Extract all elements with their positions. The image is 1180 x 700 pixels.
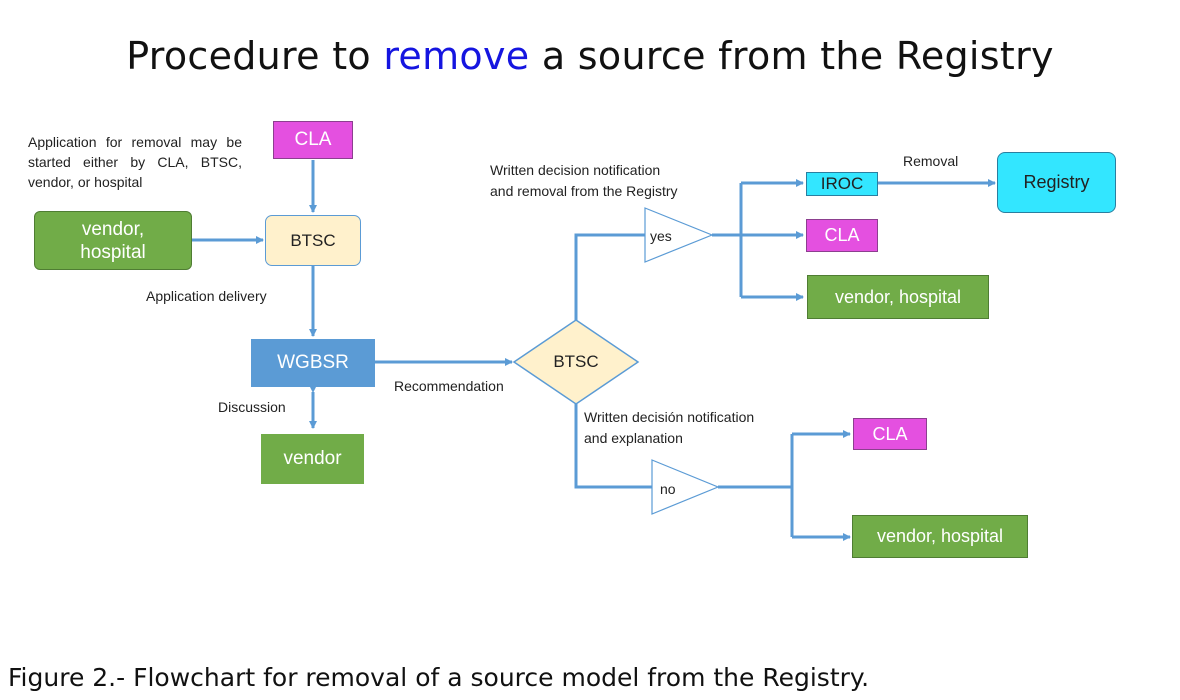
wgbsr-label: WGBSR — [277, 352, 349, 373]
title-highlight: remove — [383, 34, 530, 78]
page-title: Procedure to remove a source from the Re… — [0, 34, 1180, 78]
connector-decision-yes — [574, 233, 645, 320]
btsc-left-label: BTSC — [290, 230, 336, 250]
cla-top-node: CLA — [273, 121, 353, 159]
wgbsr-node: WGBSR — [251, 339, 375, 387]
btsc-decision-label: BTSC — [553, 352, 599, 371]
figure-caption: Figure 2.- Flowchart for removal of a so… — [8, 663, 870, 692]
title-prefix: Procedure to — [126, 34, 371, 78]
vendor-bottom-label: vendor — [283, 448, 342, 469]
removal-label: Removal — [903, 153, 959, 169]
discussion-label: Discussion — [218, 399, 286, 415]
yes-triangle — [644, 207, 714, 263]
application-delivery-label: Application delivery — [146, 288, 267, 304]
vendor-hospital-no-label: vendor, hospital — [876, 526, 1004, 546]
registry-label: Registry — [1023, 172, 1090, 192]
cla-yes-node: CLA — [806, 219, 878, 252]
cla-top-label: CLA — [294, 129, 332, 150]
iroc-node: IROC — [806, 172, 878, 196]
vendor-bottom-node: vendor — [261, 434, 364, 484]
application-note: Application for removal may be started e… — [28, 134, 242, 190]
iroc-label: IROC — [820, 174, 864, 193]
decision-diamond — [512, 319, 640, 405]
cla-no-node: CLA — [853, 418, 927, 450]
written-yes-label: Written decision notification and remova… — [490, 162, 678, 199]
vendor-hospital-no-node: vendor, hospital — [852, 515, 1028, 558]
vendor-hospital-yes-node: vendor, hospital — [807, 275, 989, 319]
title-suffix: a source from the Registry — [541, 34, 1054, 78]
written-no-label: Written decisión notification and explan… — [584, 409, 755, 446]
no-triangle — [651, 459, 720, 515]
no-label: no — [660, 481, 676, 497]
yes-label: yes — [650, 228, 672, 244]
vendor-hospital-yes-label: vendor, hospital — [834, 286, 962, 307]
btsc-left-node: BTSC — [265, 215, 361, 266]
recommendation-label: Recommendation — [394, 378, 504, 394]
vendor-hospital-left-label: vendor, hospital — [80, 218, 146, 263]
vendor-hospital-left-node: vendor, hospital — [34, 211, 192, 270]
connector-decision-no — [574, 404, 652, 489]
cla-yes-label: CLA — [824, 225, 860, 245]
registry-node: Registry — [997, 152, 1116, 213]
cla-no-label: CLA — [872, 423, 908, 444]
